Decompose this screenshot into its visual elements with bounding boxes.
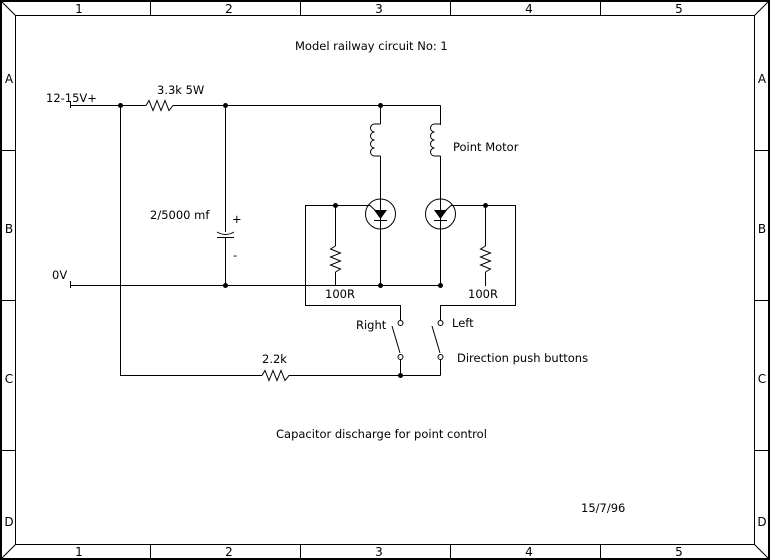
push-button-left [431,320,444,376]
junction-dot [223,283,228,288]
capacitor-minus-label: - [233,248,237,262]
junction-dot [398,373,403,378]
column-labels-bottom: 1 2 3 4 5 [75,545,683,559]
capacitor-plus-label: + [232,212,242,226]
junctions [118,103,488,378]
column-label: 4 [525,2,533,16]
gate-wire-left [305,205,401,320]
row-label: D [4,515,13,529]
diagram-title: Model railway circuit No: 1 [295,39,448,53]
positive-rail [70,101,441,125]
junction-dot [118,103,123,108]
row-labels-left: A B C D [4,72,14,529]
row-label: A [758,72,767,86]
junction-dot [483,203,488,208]
junction-dot [438,283,443,288]
column-label: 4 [525,545,533,559]
gate-wire-right [440,205,516,320]
gate-lead [443,205,486,213]
resistor-3-3k-symbol [145,99,176,112]
junction-dot [223,103,228,108]
column-label: 1 [75,545,83,559]
column-label: 3 [375,2,383,16]
gate-resistor-right [479,205,492,286]
push-button-right [391,320,404,376]
resistor-2-2k-label: 2.2k [262,352,287,366]
diagram-caption: Capacitor discharge for point control [276,427,487,441]
column-label: 3 [375,545,383,559]
supply-positive-label: 12-15V+ [46,91,97,105]
row-label: D [757,515,766,529]
row-label: A [5,72,14,86]
row-labels-right: A B C D [757,72,767,529]
switch-right-label: Right [356,318,387,332]
column-label: 2 [225,2,233,16]
row-label: B [5,222,13,236]
column-label: 5 [675,2,683,16]
column-labels-top: 1 2 3 4 5 [75,2,683,16]
push-buttons-label: Direction push buttons [457,351,588,365]
column-label: 5 [675,545,683,559]
gate-resistor-left [329,205,342,285]
thyristor-right [425,198,486,230]
gate-resistor-right-label: 100R [468,287,498,301]
row-label: C [758,372,766,386]
capacitor-plate-curved [216,231,235,235]
resistor-2-2k-symbol [261,369,291,382]
row-label: C [5,372,13,386]
capacitor-branch [216,105,235,285]
supply-zero-label: 0V [52,268,67,282]
junction-dot [378,103,383,108]
capacitor-label: 2/5000 mf [150,208,210,222]
gate-resistor-left-label: 100R [325,287,355,301]
thyristor-left [336,198,396,230]
gate-lead [336,205,378,213]
junction-dot [333,203,338,208]
column-label: 1 [75,2,83,16]
row-label: B [758,222,766,236]
switch-left-label: Left [452,316,474,330]
column-label: 2 [225,545,233,559]
junction-dot [378,283,383,288]
resistor-3-3k-label: 3.3k 5W [157,83,204,97]
diagram-date: 15/7/96 [581,501,625,515]
point-motor-label: Point Motor [453,140,519,154]
